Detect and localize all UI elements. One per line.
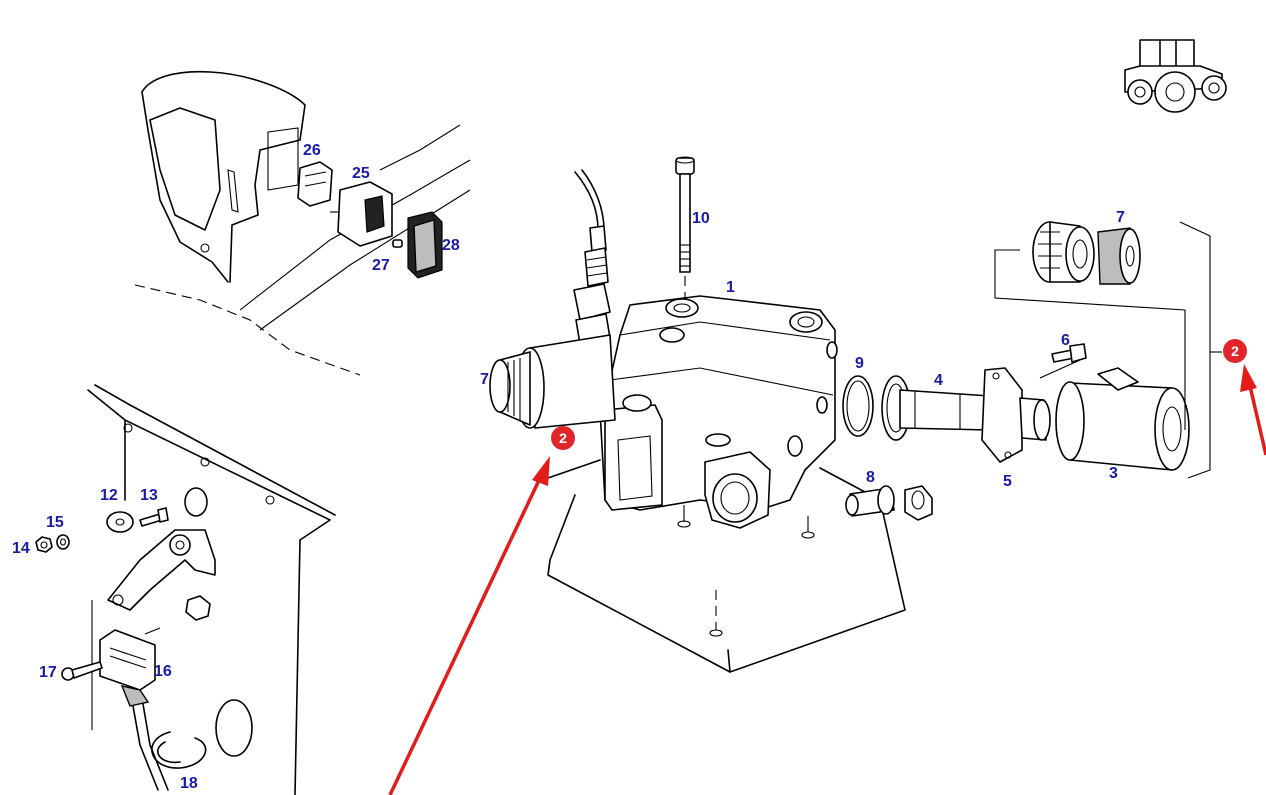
callout-15: 15: [46, 514, 64, 531]
callout-4: 4: [934, 372, 943, 389]
callout-28: 28: [442, 237, 460, 254]
callout-27: 27: [372, 257, 390, 274]
screw-17: [61, 661, 103, 681]
callout-3: 3: [1109, 465, 1118, 482]
relay-part-26: [297, 161, 333, 207]
screw-6: [1039, 343, 1087, 379]
callout-1: 1: [726, 279, 735, 296]
badge-2-right-text: 2: [1231, 343, 1239, 359]
callout-16: 16: [154, 663, 172, 680]
bracket-part: [107, 529, 216, 611]
o-ring-9: [842, 375, 874, 437]
callout-5: 5: [1003, 473, 1012, 490]
callout-18: 18: [180, 775, 198, 792]
callout-9: 9: [855, 355, 864, 372]
bolt-10: [675, 156, 695, 298]
group-bracket-lines: [994, 221, 1222, 479]
sensor-switch-16: [99, 627, 169, 791]
callout-10: 10: [692, 210, 710, 227]
fitting-8: [845, 485, 933, 521]
callout-7-left: 7: [480, 371, 489, 388]
mounting-plate-drawing: [87, 384, 336, 795]
switch-pin-27: [392, 239, 403, 248]
callout-14: 14: [12, 540, 30, 557]
red-arrow-right: [1240, 364, 1266, 456]
badge-2-left: 2: [551, 426, 575, 450]
callout-17: 17: [39, 664, 57, 681]
callout-labels: 1 3 4 5 6 7 7 8 9 10 12 13 14 15 16 17 1…: [12, 142, 1125, 792]
red-arrow-left: [388, 456, 550, 795]
callout-8: 8: [866, 469, 875, 486]
rocker-switch-housing-25: [330, 181, 393, 247]
badge-2-left-text: 2: [559, 430, 567, 446]
tractor-icon: [1124, 39, 1227, 113]
callout-13: 13: [140, 487, 158, 504]
screw-13: [139, 507, 169, 527]
solenoid-left-7: [489, 334, 616, 429]
nut-14: [35, 536, 53, 553]
electrical-connector-cable: [573, 169, 611, 345]
washer-15: [56, 534, 70, 550]
rubber-washer-12: [106, 511, 134, 533]
callout-25: 25: [352, 165, 370, 182]
flange-5: [981, 367, 1051, 463]
callout-12: 12: [100, 487, 118, 504]
callout-26: 26: [303, 142, 321, 159]
coil-3: [1055, 367, 1190, 471]
callout-6: 6: [1061, 332, 1070, 349]
callout-7-right: 7: [1116, 209, 1125, 226]
cable-clip-18: [151, 731, 207, 769]
badge-2-right: 2: [1223, 339, 1247, 363]
switch-rocker-28: [407, 211, 443, 279]
valve-body-1: [599, 295, 838, 529]
coil-nut-7: [1032, 221, 1141, 285]
spool-tube-4: [881, 375, 991, 441]
